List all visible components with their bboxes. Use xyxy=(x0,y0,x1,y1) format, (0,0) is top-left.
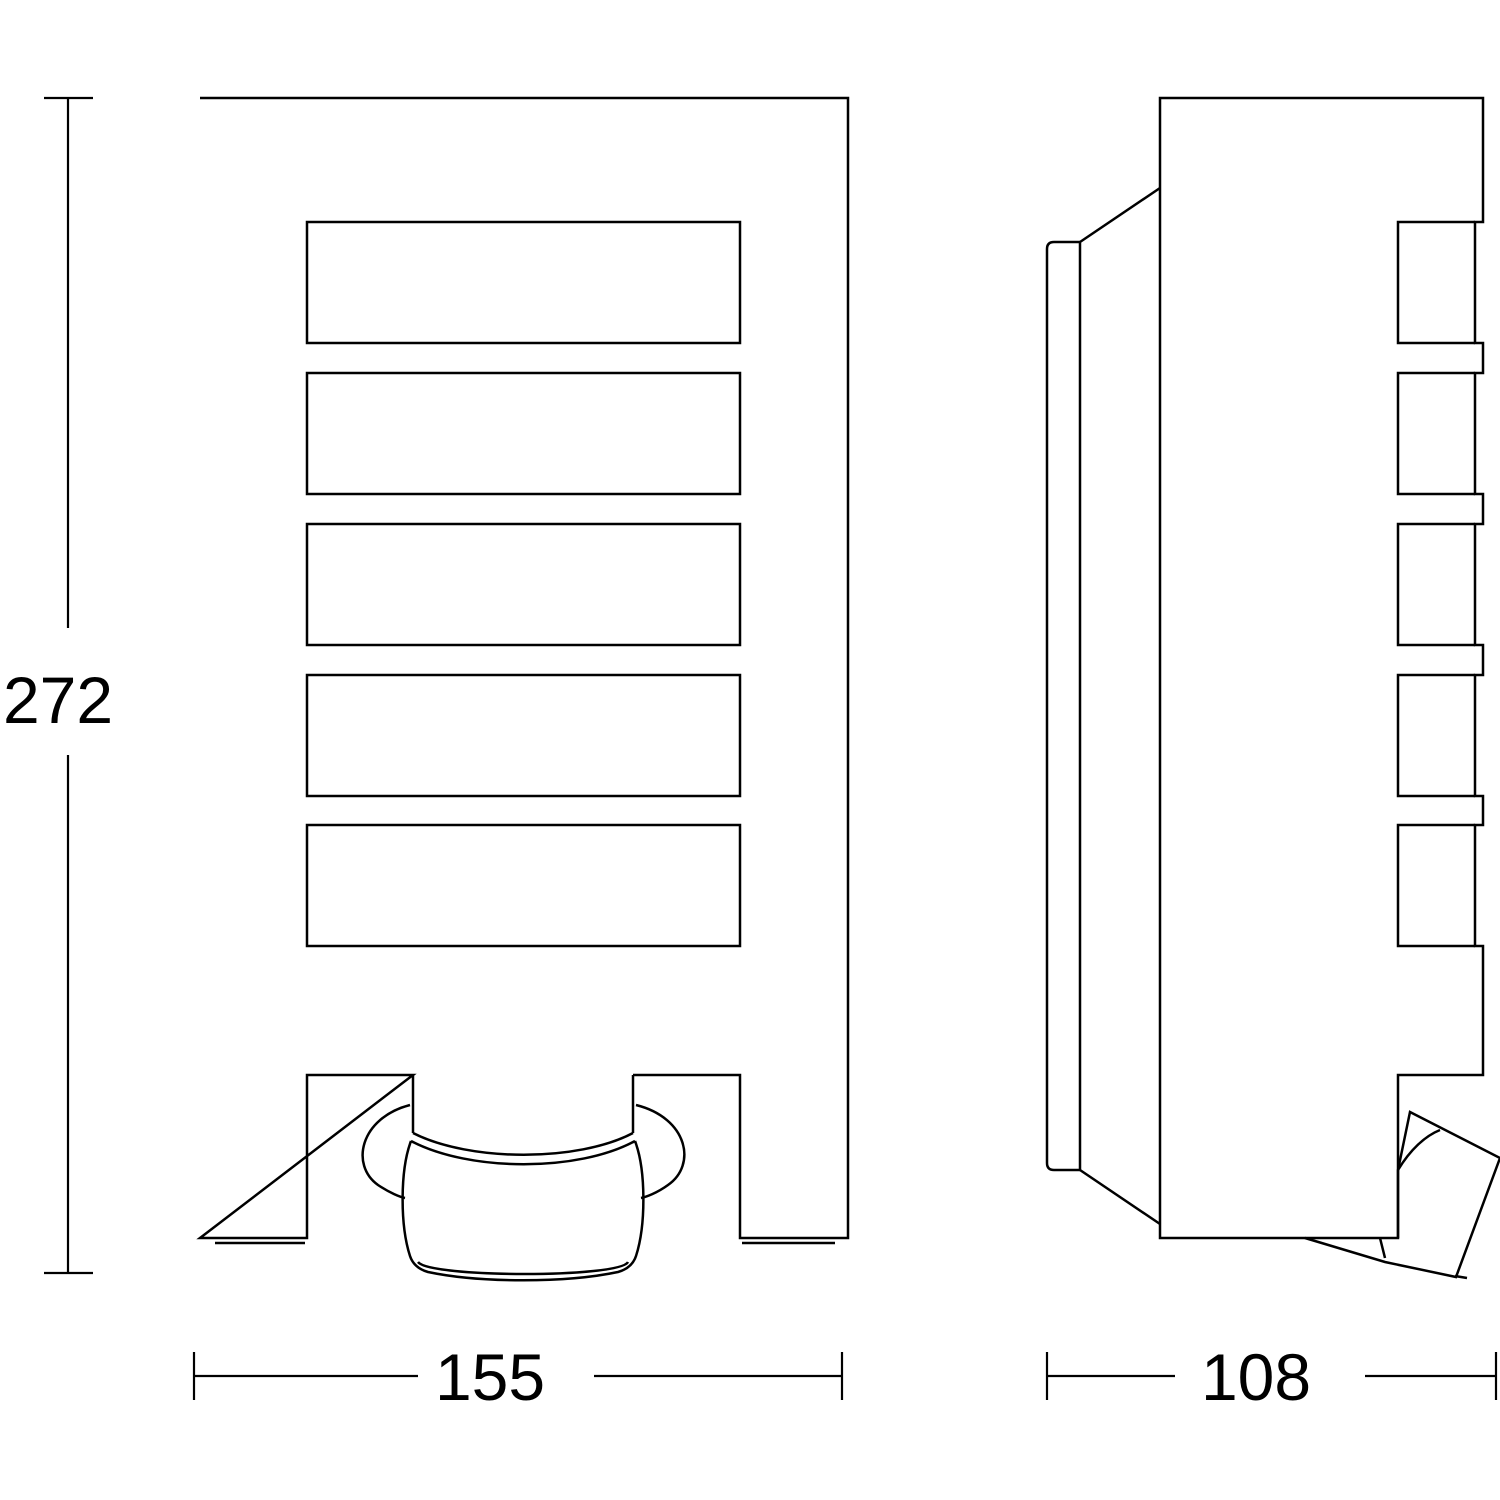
height-dimension: 272 xyxy=(3,96,113,1275)
side-motion-sensor xyxy=(1304,1110,1500,1280)
side-fin-4 xyxy=(1396,673,1475,798)
side-fin-2 xyxy=(1396,371,1475,496)
front-light-slot-1 xyxy=(305,220,742,345)
front-light-slot-4 xyxy=(305,673,742,798)
width-dimension: 155 xyxy=(192,1340,844,1414)
front-housing-outline xyxy=(196,96,850,1240)
side-housing-outline xyxy=(1158,96,1485,1240)
front-light-slot-2 xyxy=(305,371,742,496)
side-fin-5 xyxy=(1396,823,1475,948)
side-view xyxy=(1045,96,1500,1280)
side-fin-3 xyxy=(1396,522,1475,647)
side-mount-plate xyxy=(1045,240,1080,1172)
side-fin-1 xyxy=(1396,220,1475,345)
front-light-slot-3 xyxy=(305,522,742,647)
front-view xyxy=(196,96,850,1282)
height-dim-label: 272 xyxy=(3,663,113,737)
front-motion-sensor xyxy=(361,1075,686,1282)
width-dim-label: 155 xyxy=(435,1340,545,1414)
depth-dim-label: 108 xyxy=(1201,1340,1311,1414)
side-mount-taper xyxy=(1078,186,1161,1226)
front-light-slot-5 xyxy=(305,823,742,948)
depth-dimension: 108 xyxy=(1045,1340,1498,1414)
